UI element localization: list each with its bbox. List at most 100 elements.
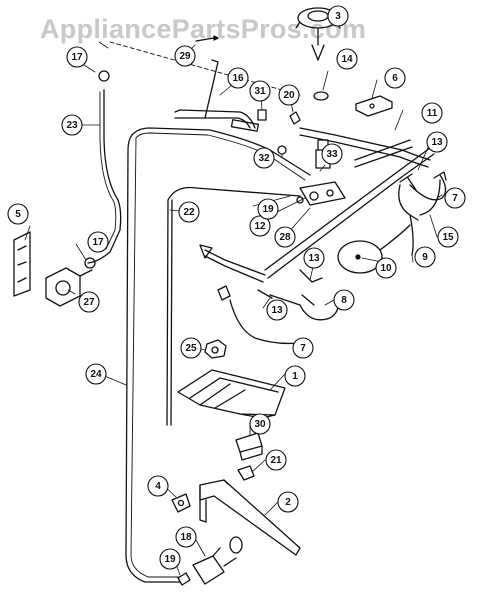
callout-label: 30: [254, 419, 266, 430]
callout-label: 13: [271, 305, 283, 316]
callout-7: 7: [444, 187, 466, 209]
part-5-bracket: [13, 231, 31, 297]
callout-circle: [336, 48, 358, 70]
callout-circle: [333, 289, 355, 311]
callout-32: 32: [253, 147, 275, 169]
part-11-pipe: [354, 139, 413, 168]
callout-21: 21: [265, 449, 287, 471]
callout-label: 8: [341, 295, 347, 306]
callout-circle: [437, 226, 459, 248]
callout-25: 25: [180, 337, 202, 359]
part-22-tube: [166, 199, 173, 426]
callout-label: 5: [15, 209, 21, 220]
callout-label: 13: [308, 253, 320, 264]
callout-4: 4: [147, 475, 169, 497]
callout-circle: [303, 247, 325, 269]
callout-14: 14: [336, 48, 358, 70]
callout-label: 19: [164, 554, 176, 565]
callout-circle: [257, 198, 279, 220]
callout-label: 1: [292, 371, 298, 382]
part-6-bracket: [355, 95, 393, 117]
callout-circle: [327, 5, 349, 27]
callout-label: 20: [283, 90, 295, 101]
part-32-fitting: [277, 145, 287, 155]
part-1-baffle: [177, 369, 286, 416]
callout-17: 17: [66, 46, 88, 68]
callout-label: 2: [285, 497, 291, 508]
part-12-valve-body: [299, 181, 346, 206]
callout-19: 19: [159, 548, 181, 570]
callout-label: 7: [300, 343, 306, 354]
callout-label: 25: [185, 343, 197, 354]
callout-3: 3: [327, 5, 349, 27]
callout-label: 17: [92, 237, 104, 248]
center-diagonal-pipe: [264, 147, 435, 279]
part-14-washer: [313, 91, 329, 101]
callout-circle: [87, 231, 109, 253]
callout-33: 33: [321, 143, 343, 165]
callout-label: 12: [254, 221, 266, 232]
callout-label: 7: [452, 193, 458, 204]
callout-circle: [7, 203, 29, 225]
callout-16: 16: [227, 67, 249, 89]
callout-circle: [375, 257, 397, 279]
part-24-top-run: [131, 127, 311, 176]
callout-circle: [277, 491, 299, 513]
callout-5: 5: [7, 203, 29, 225]
callout-circle: [284, 365, 306, 387]
callout-label: 9: [422, 252, 428, 263]
callout-2: 2: [277, 491, 299, 513]
callout-18: 18: [175, 526, 197, 548]
callout-label: 29: [179, 51, 191, 62]
callout-label: 14: [341, 54, 353, 65]
callout-label: 28: [279, 232, 291, 243]
callout-circle: [180, 337, 202, 359]
part-27-regulator: [45, 267, 81, 307]
callout-circle: [266, 299, 288, 321]
callout-label: 3: [335, 11, 341, 22]
part-9-wire: [409, 214, 414, 256]
part-4-clip: [171, 493, 191, 513]
callout-circle: [78, 291, 100, 313]
part-25-nut: [204, 339, 227, 359]
callout-23: 23: [61, 114, 83, 136]
part-7-wire-upper: [409, 174, 447, 201]
callout-13: 13: [426, 131, 448, 153]
callout-circle: [175, 526, 197, 548]
callout-30: 30: [249, 413, 271, 435]
callout-circle: [249, 215, 271, 237]
part-30-bracket: [235, 432, 263, 453]
part-7-wire-lower: [229, 299, 301, 345]
callout-circle: [444, 187, 466, 209]
part-16-tube: [174, 109, 256, 129]
callout-circle: [174, 45, 196, 67]
callout-13: 13: [303, 247, 325, 269]
callout-label: 15: [442, 232, 454, 243]
callout-circle: [159, 548, 181, 570]
callout-19: 19: [257, 198, 279, 220]
callout-label: 4: [155, 481, 161, 492]
callout-label: 10: [380, 263, 392, 274]
callout-27: 27: [78, 291, 100, 313]
callout-circle: [61, 114, 83, 136]
callout-group: 1234567789101112131313141516171718191920…: [7, 5, 466, 570]
callout-label: 24: [90, 369, 102, 380]
callout-label: 21: [270, 455, 282, 466]
callout-9: 9: [414, 246, 436, 268]
callout-17: 17: [87, 231, 109, 253]
callout-circle: [278, 84, 300, 106]
callout-circle: [274, 226, 296, 248]
callout-24: 24: [85, 363, 107, 385]
callout-circle: [292, 337, 314, 359]
callout-circle: [147, 475, 169, 497]
callout-circle: [227, 67, 249, 89]
callout-29: 29: [174, 45, 196, 67]
part-19-fitting-bottom: [177, 572, 191, 586]
part-18-valve: [192, 555, 225, 585]
callout-label: 6: [392, 73, 398, 84]
callout-12: 12: [249, 215, 271, 237]
part-2-burner-tube: [199, 479, 301, 556]
callout-circle: [66, 46, 88, 68]
